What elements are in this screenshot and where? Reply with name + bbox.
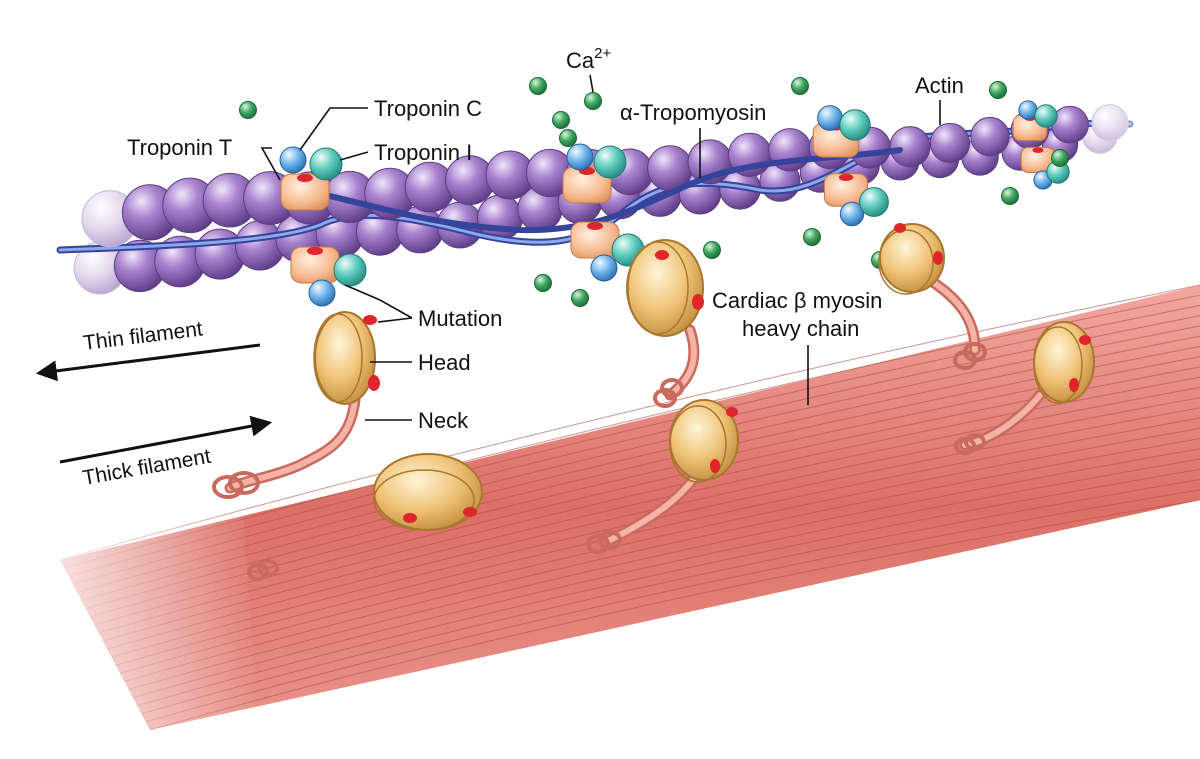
- troponin-t-leader: [260, 147, 281, 181]
- troponin-c: [590, 254, 618, 282]
- mutation-site: [297, 174, 313, 182]
- mutation-site: [307, 247, 323, 255]
- myosin-head: [626, 239, 704, 337]
- thick-filament-fibre: [145, 489, 1200, 723]
- troponin-i: [333, 253, 367, 287]
- troponin-i-leader: [339, 151, 369, 161]
- thick-filament-arrow: [59, 415, 273, 464]
- mutation-site: [587, 222, 603, 230]
- mutation-site: [1032, 147, 1044, 153]
- calcium-ion: [989, 81, 1007, 99]
- calcium-leader: [589, 74, 594, 93]
- actin-monomer: [889, 126, 931, 168]
- troponin-complexes: [279, 100, 1070, 307]
- mutation-label: Mutation: [418, 306, 502, 331]
- thick-filament-fibre: [102, 386, 1200, 642]
- thick-filament-fibre: [128, 448, 1200, 691]
- actin-monomer: [929, 122, 971, 164]
- actin-monomer: [970, 116, 1010, 157]
- myosin-head: [669, 399, 739, 483]
- thick-filament-fibre: [141, 478, 1200, 715]
- troponin-c: [839, 201, 865, 227]
- calcium-ion: [239, 101, 257, 119]
- tropomyosin-label: α-Tropomyosin: [620, 100, 766, 125]
- head-label: Head: [418, 350, 471, 375]
- calcium-ion: [1001, 187, 1019, 205]
- thin-filament-fade: [1080, 80, 1200, 200]
- troponin-c-leader: [299, 107, 368, 151]
- troponin-i: [309, 147, 343, 181]
- troponin-i: [859, 187, 889, 217]
- troponin-i: [593, 145, 627, 179]
- troponin-c: [279, 146, 307, 174]
- thick-filament-fibre: [106, 397, 1200, 650]
- mutation-site: [838, 173, 854, 181]
- calcium-ion: [584, 92, 602, 110]
- calcium-ion: [534, 274, 552, 292]
- neck-label: Neck: [418, 408, 469, 433]
- myosin-head: [878, 223, 945, 295]
- troponin-c: [566, 143, 594, 171]
- myosin-head: [313, 311, 380, 405]
- troponin-c: [308, 279, 336, 307]
- mutation-leader-2: [377, 317, 413, 323]
- calcium-ion: [571, 289, 589, 307]
- calcium-ion: [791, 77, 809, 95]
- calcium-ion: [529, 77, 547, 95]
- troponin-c-label: Troponin C: [374, 96, 482, 121]
- calcium-ion: [552, 111, 570, 129]
- troponin-i: [839, 109, 871, 141]
- myosin-head: [373, 453, 483, 531]
- tropomyosin-strand-front: [297, 147, 903, 234]
- thin-filament-arrow: [35, 343, 261, 382]
- thin-filament-label: Thin filament: [82, 317, 204, 354]
- thick-filament: [0, 284, 1200, 754]
- thick-filament-fibre: [136, 468, 1200, 707]
- calcium-ion: [703, 241, 721, 259]
- actin-label: Actin: [915, 73, 964, 98]
- thick-filament-fibre: [149, 499, 1200, 731]
- calcium-ion: [1051, 149, 1069, 167]
- myosin-label-line2: heavy chain: [742, 316, 859, 341]
- troponin-i-label: Troponin I: [374, 140, 472, 165]
- troponin-c: [817, 105, 843, 131]
- calcium-ion: [559, 129, 577, 147]
- leader-lines: [260, 74, 941, 421]
- thick-filament-fibre: [115, 417, 1200, 666]
- myosin-heads: [313, 223, 1095, 531]
- myosin-head: [1033, 321, 1095, 404]
- thick-filament-fibre: [119, 427, 1200, 674]
- thick-filament-fibre: [124, 438, 1200, 682]
- troponin-i: [1034, 104, 1058, 128]
- calcium-label: Ca2+: [566, 45, 611, 73]
- thick-filament-fibre: [132, 458, 1200, 699]
- myosin-label-line1: Cardiac β myosin: [712, 288, 882, 313]
- troponin-t-label: Troponin T: [127, 135, 232, 160]
- neck-coils: [212, 342, 987, 581]
- mutation-leader-1: [344, 284, 413, 319]
- calcium-ion: [803, 228, 821, 246]
